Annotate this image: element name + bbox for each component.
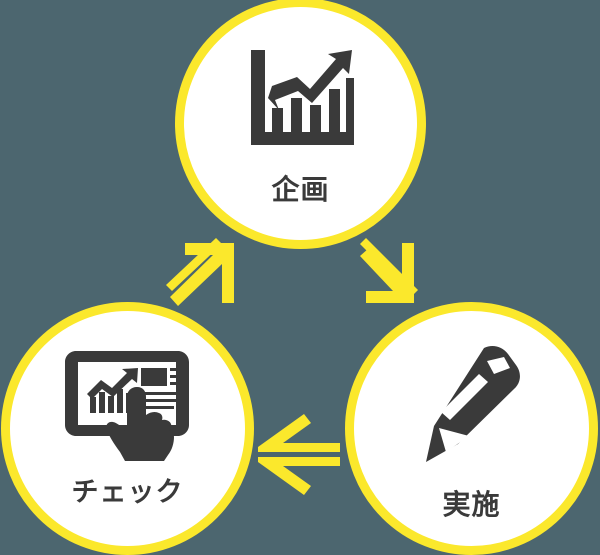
arrow-do-to-check	[258, 414, 340, 495]
pencil-icon	[424, 341, 520, 469]
cycle-node-check[interactable]: チェック	[1, 302, 254, 555]
bar-chart-growth-icon	[248, 45, 354, 150]
tablet-analytics-touch-icon	[64, 347, 191, 465]
cycle-node-do-label: 実施	[442, 488, 501, 521]
cycle-node-do[interactable]: 実施	[345, 302, 598, 555]
cycle-node-plan[interactable]: 企画	[175, 0, 426, 249]
arrow-check-to-plan	[166, 238, 234, 306]
cycle-node-plan-label: 企画	[271, 173, 330, 206]
arrow-plan-to-do	[360, 238, 418, 303]
cycle-node-check-label: チェック	[71, 477, 184, 508]
